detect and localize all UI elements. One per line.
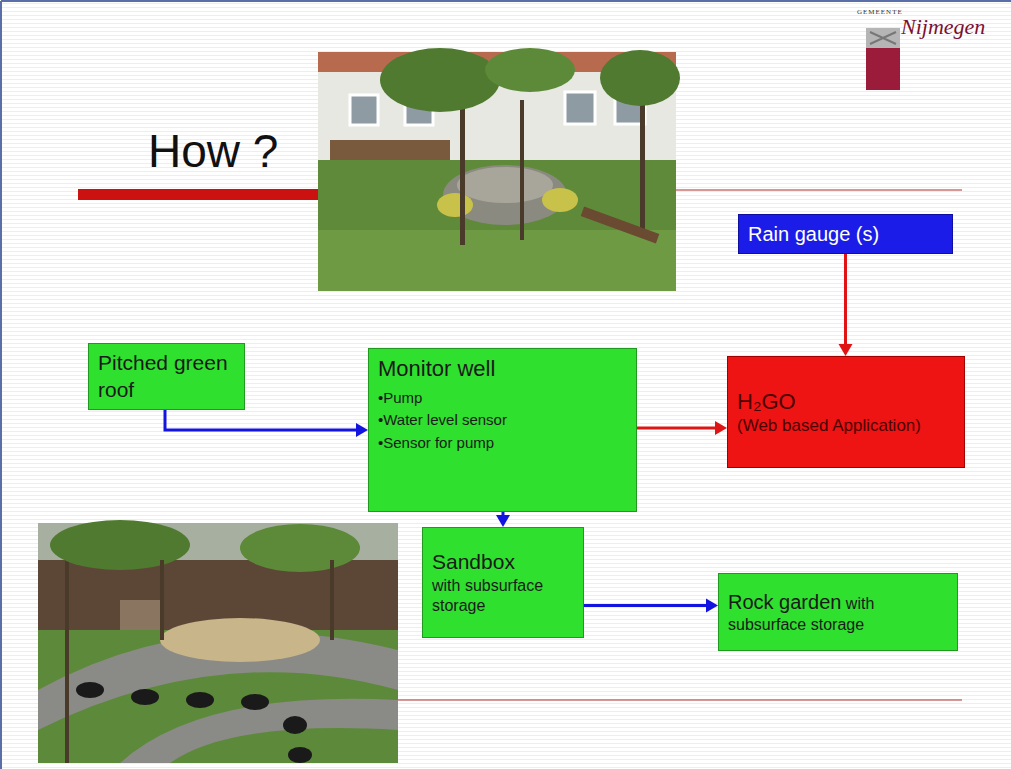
arrow-head (715, 421, 727, 435)
frame-line (1, 0, 1011, 2)
flow-arrow (584, 604, 708, 607)
sensor-box: Rain gauge (s) (738, 214, 953, 254)
monitor-box: Monitor well •Pump •Water level sensor •Sen… (368, 348, 637, 512)
box-text: •Water level sensor (378, 411, 627, 430)
box-heading: Rock garden (728, 591, 841, 613)
logo-caption: GEMEENTE (857, 8, 903, 16)
title-bar (78, 189, 318, 200)
rule-line (676, 190, 962, 191)
flow-arrow (844, 254, 847, 346)
flow-arrow (637, 427, 717, 430)
city-emblem (866, 28, 900, 90)
arrow-head (496, 515, 510, 527)
storage-box: Sandboxwith subsurface storage (422, 527, 584, 638)
flow-arrow (165, 410, 358, 430)
box-heading: H₂GO (737, 388, 955, 416)
box-heading: Pitched green roof (98, 350, 235, 403)
box-heading: Rain gauge (s) (748, 222, 943, 247)
playground-photo (38, 520, 398, 763)
box-text: with subsurface storage (432, 576, 574, 616)
storage-box: Rock garden with subsurface storage (718, 573, 958, 651)
arrow-head (839, 344, 853, 356)
arrow-head (706, 599, 718, 613)
text-wrap: Rock garden with subsurface storage (728, 590, 948, 635)
box-text: (Web based Application) (737, 415, 955, 436)
logo-text: Nijmegen (901, 14, 985, 40)
application-box: H₂GO(Web based Application) (727, 356, 965, 468)
arrow-head (356, 423, 368, 437)
garden-photo (318, 48, 680, 291)
box-heading: Sandbox (432, 549, 574, 575)
rule-line (398, 700, 962, 701)
box-text: •Pump (378, 389, 627, 408)
box-text: •Sensor for pump (378, 434, 627, 453)
slide-title: How ? (148, 124, 278, 178)
source-box: Pitched green roof (88, 343, 245, 410)
frame-line (0, 1, 2, 769)
box-heading: Monitor well (378, 355, 627, 383)
